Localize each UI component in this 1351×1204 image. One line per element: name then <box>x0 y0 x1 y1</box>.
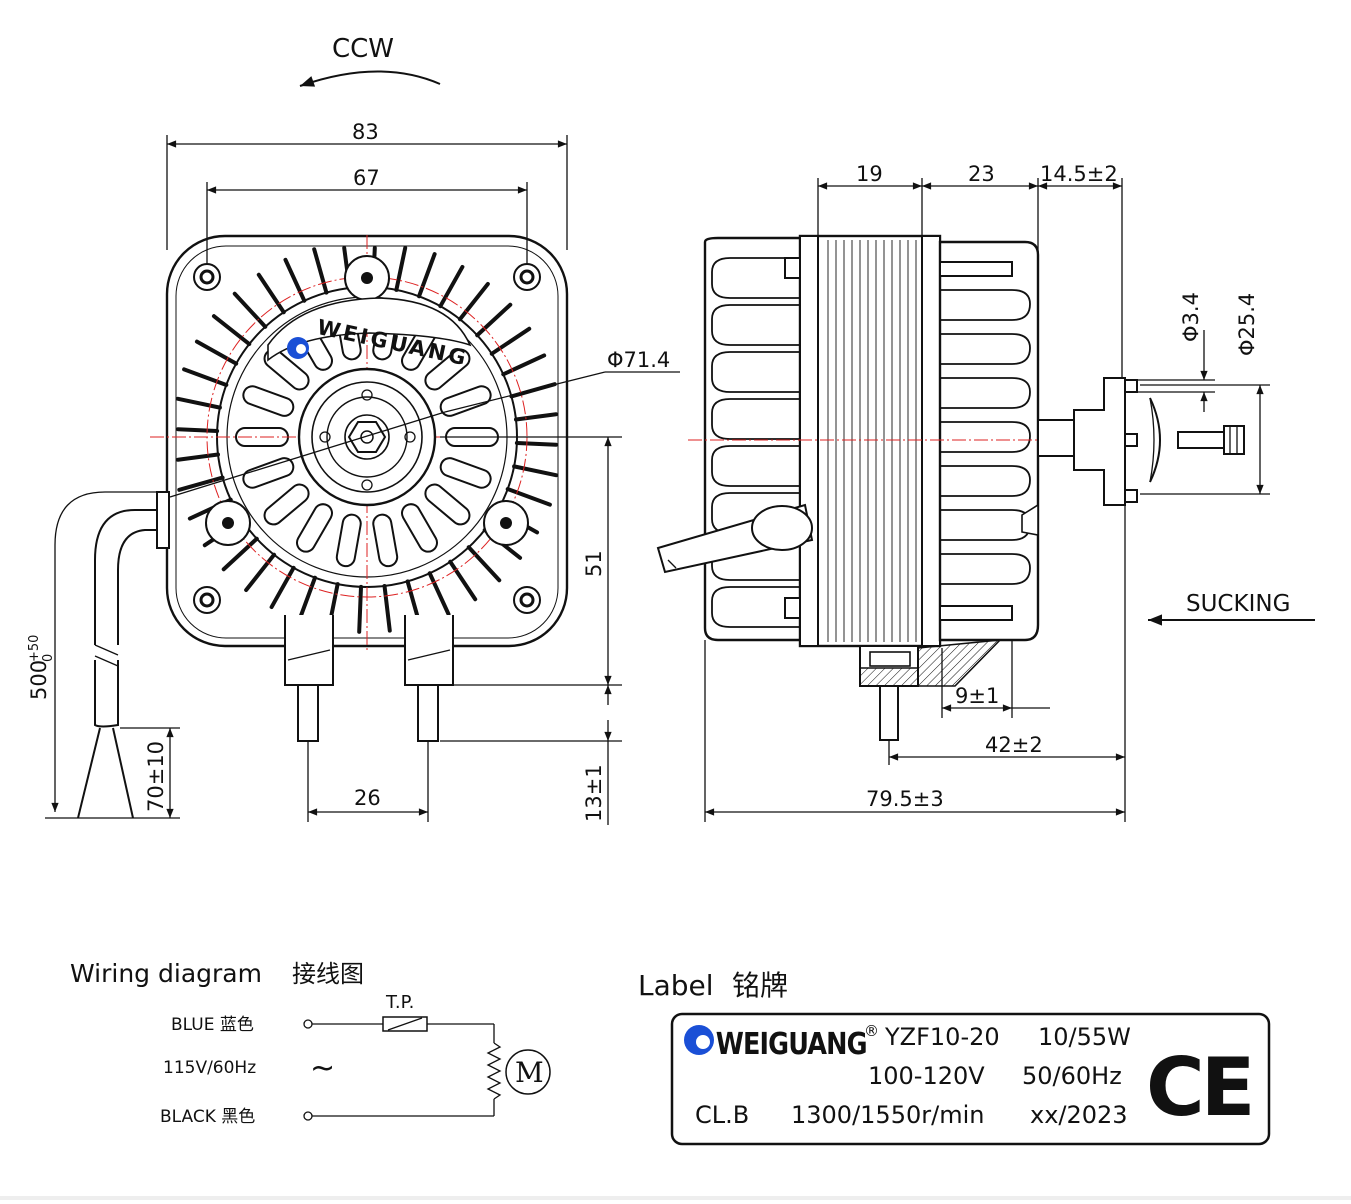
wiring-tp-label: T.P. <box>385 992 414 1013</box>
dim-cable-length: 500 +50 0 70±10 <box>27 635 168 812</box>
dim-cable-tol-upper: +50 <box>27 635 42 662</box>
dim-shaft-position: 42±2 <box>888 505 1126 822</box>
dim-seg-b-label: 23 <box>968 162 995 186</box>
dim-cable-tol-lower: 0 <box>41 654 56 662</box>
dim-height-center: 51 <box>440 436 622 686</box>
bottom-rule <box>0 1196 1351 1200</box>
terminal-block <box>859 638 1003 741</box>
label-plate: Label 铭牌 WEIGUANG ® YZF10-20 10/55W 100-… <box>638 969 1271 1146</box>
stator-core <box>798 234 942 648</box>
dim-seg-c-label: 14.5±2 <box>1040 162 1118 186</box>
dim-shaft-hub: Φ3.4 Φ25.4 <box>1137 292 1270 495</box>
airflow-indicator: SUCKING <box>1148 591 1315 626</box>
motor-symbol-text: M <box>515 1056 544 1089</box>
dim-shaft-pos-label: 42±2 <box>985 733 1043 757</box>
wiring-title-cn: 接线图 <box>292 960 364 988</box>
plate-registered: ® <box>864 1022 879 1040</box>
mounting-holes <box>193 255 541 614</box>
rotation-arrow-icon <box>299 70 441 87</box>
dim-lead-offset-label: 13±1 <box>582 764 606 822</box>
dim-total-len-label: 79.5±3 <box>866 787 944 811</box>
wiring-diagram: Wiring diagram 接线图 T.P. BLUE 蓝色 115V/60H… <box>70 959 551 1127</box>
label-title-cn: 铭牌 <box>732 969 788 1002</box>
side-cable-gland <box>656 503 814 574</box>
wiring-supply-label: 115V/60Hz <box>163 1058 256 1078</box>
dim-lead-spacing-label: 26 <box>354 786 381 810</box>
dim-shaft-d-label: Φ3.4 <box>1179 292 1203 342</box>
wiring-title: Wiring diagram <box>70 959 262 988</box>
rotation-label: CCW <box>332 34 394 64</box>
dim-seg-a-label: 19 <box>856 162 883 186</box>
ce-mark: CE <box>1146 1041 1251 1134</box>
motor-symbol-icon <box>505 1049 551 1095</box>
rotation-indicator: CCW <box>299 34 441 87</box>
dim-lead-spacing: 26 <box>307 741 429 822</box>
label-title: Label <box>638 969 714 1002</box>
dim-width-inner-label: 67 <box>353 166 380 190</box>
plate-date: xx/2023 <box>1030 1101 1128 1129</box>
plate-power: 10/55W <box>1038 1023 1131 1051</box>
wiring-black-label: BLACK 黑色 <box>160 1107 255 1127</box>
lead-cable <box>45 491 180 819</box>
front-ribs <box>940 289 1031 585</box>
dim-hub-d-label: Φ25.4 <box>1235 293 1259 356</box>
housing-brand-badge: WEIGUANG <box>267 297 472 371</box>
wiring-tilde: ~ <box>310 1051 335 1086</box>
front-view: 83 67 <box>27 120 680 825</box>
side-view: 19 23 14.5±2 <box>656 162 1315 822</box>
lead-posts <box>284 615 454 742</box>
dim-diameter-label: Φ71.4 <box>607 348 670 372</box>
wiring-blue-label: BLUE 蓝色 <box>171 1015 254 1035</box>
dim-diameter: Φ71.4 <box>169 348 680 498</box>
dim-terminal: 9±1 <box>941 640 1050 718</box>
plate-model: YZF10-20 <box>884 1023 1000 1051</box>
stator-laminations <box>827 240 917 642</box>
front-shroud <box>938 240 1040 642</box>
dim-height-center-label: 51 <box>582 550 606 577</box>
shaft-assembly <box>1037 377 1245 506</box>
dim-width-inner: 67 <box>206 166 528 270</box>
airflow-label: SUCKING <box>1186 591 1290 617</box>
dim-total-length: 79.5±3 <box>704 640 1125 822</box>
dim-cable-end-label: 70±10 <box>144 741 168 812</box>
dim-width-outer-label: 83 <box>352 120 379 144</box>
winding-resistor-icon <box>486 1042 502 1100</box>
label-plate-border <box>670 1012 1271 1146</box>
dim-width-outer: 83 <box>166 120 568 250</box>
dim-terminal-label: 9±1 <box>955 684 999 708</box>
plate-insulation: CL.B <box>695 1101 749 1129</box>
plate-frequency: 50/60Hz <box>1022 1062 1122 1090</box>
plate-brand: WEIGUANG <box>716 1026 867 1062</box>
motor-hub <box>297 367 437 507</box>
dim-cable-length-base: 500 <box>27 660 51 700</box>
dim-lead-offset: 13±1 <box>440 685 622 825</box>
plate-speed: 1300/1550r/min <box>791 1101 984 1129</box>
plate-voltage: 100-120V <box>868 1062 985 1090</box>
